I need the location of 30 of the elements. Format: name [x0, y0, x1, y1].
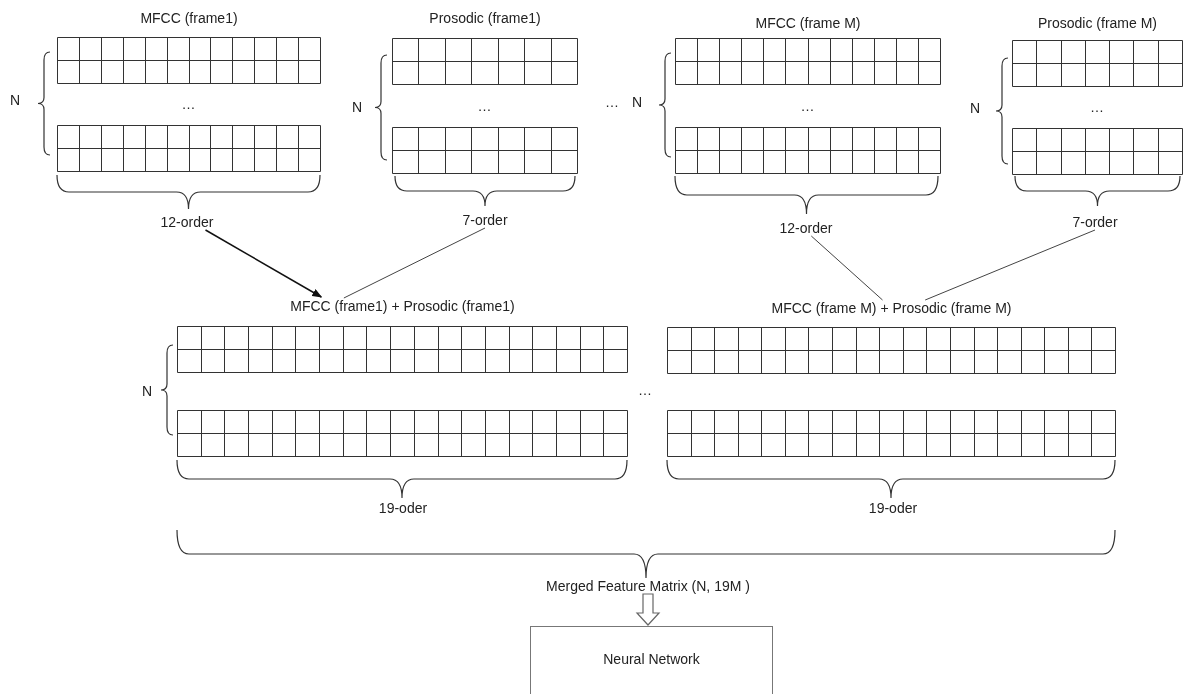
matrix-title: MFCC (frame M) + Prosodic (frame M) [771, 300, 1012, 316]
matrix-title: MFCC (frame1) [140, 10, 238, 26]
dimension-label: N [141, 383, 153, 399]
matrix-title: Prosodic (frame1) [429, 10, 541, 26]
dimension-text: 12-order [160, 214, 214, 230]
block-arrow [635, 593, 661, 626]
dimension-label: N [969, 100, 981, 116]
ellipsis: … [1090, 99, 1104, 115]
connector-line [810, 235, 883, 301]
matrix-title: MFCC (frame M) [755, 15, 861, 31]
ellipsis: … [800, 97, 815, 114]
matrix-title: MFCC (frame1) + Prosodic (frame1) [290, 298, 515, 314]
connector-line [924, 229, 1096, 301]
dimension-label: 19-oder [868, 500, 918, 516]
dimension-label: 19-oder [378, 500, 428, 516]
dimension-text: Merged Feature Matrix (N, 19M ) [546, 578, 750, 594]
process-box: Neural Network [530, 626, 773, 694]
ellipsis: … [477, 97, 492, 114]
dimension-text: 12-order [779, 220, 833, 236]
matrix-title: Prosodic (frame M) [1038, 15, 1157, 31]
dimension-label: N [9, 92, 21, 108]
dimension-label: … [605, 94, 619, 110]
arrow [204, 229, 323, 298]
dimension-label: N [351, 99, 363, 115]
dimension-label: N [631, 94, 643, 110]
ellipsis: … [181, 96, 196, 112]
dimension-text: 7-order [462, 212, 508, 228]
dimension-text: 7-order [1072, 214, 1118, 230]
connector-line [343, 227, 486, 299]
dimension-label: … [638, 382, 652, 398]
